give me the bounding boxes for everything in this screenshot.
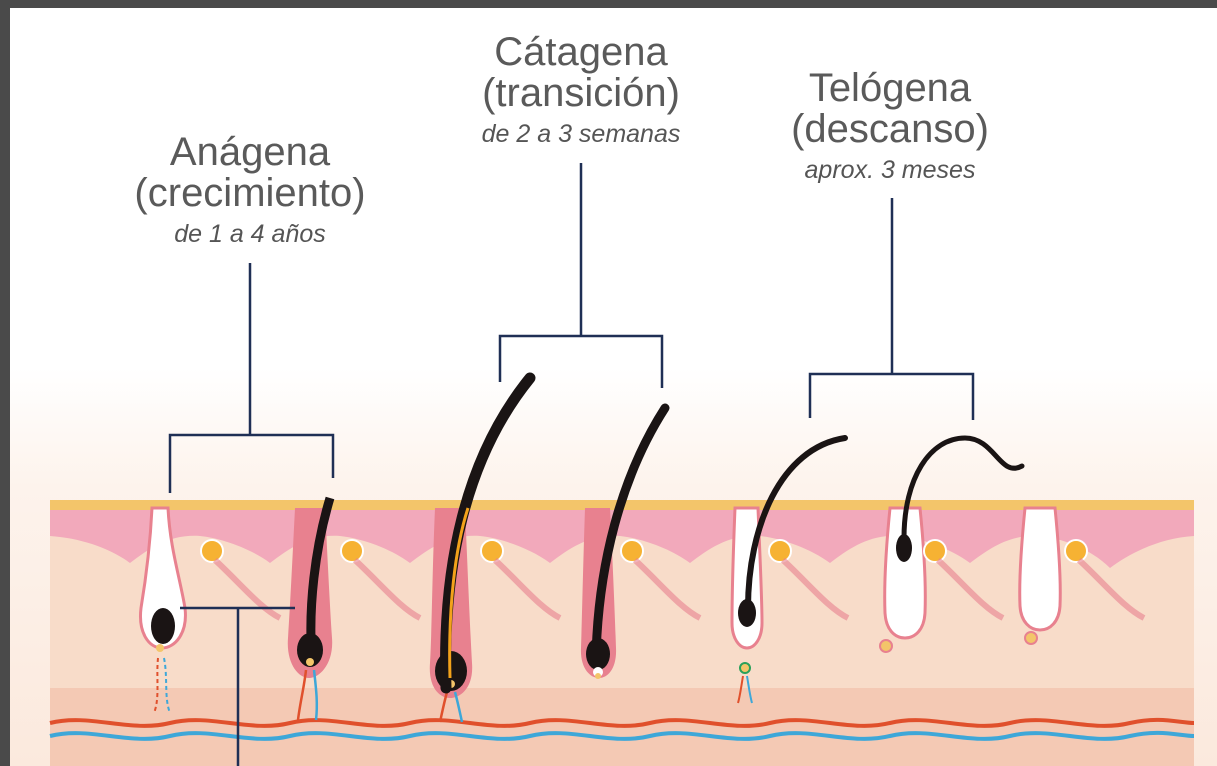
- bracket-catagen: [500, 163, 662, 388]
- telogen-title: Telógena: [730, 68, 1050, 109]
- bracket-telogen: [810, 198, 973, 420]
- anagen-title: Anágena: [90, 132, 410, 173]
- catagen-subtitle: (transición): [421, 73, 741, 114]
- anagen-subtitle: (crecimiento): [90, 173, 410, 214]
- hair-bulb: [151, 608, 175, 644]
- label-catagen: Cátagena (transición) de 2 a 3 semanas: [421, 32, 741, 149]
- label-telogen: Telógena (descanso) aprox. 3 meses: [730, 68, 1050, 185]
- label-anagen: Anágena (crecimiento) de 1 a 4 años: [90, 132, 410, 249]
- bracket-anagen: [170, 263, 333, 493]
- diagram-frame: Anágena (crecimiento) de 1 a 4 años Cáta…: [10, 8, 1217, 766]
- anagen-duration: de 1 a 4 años: [90, 220, 410, 249]
- follicle-telogen-3: [1020, 508, 1061, 644]
- papilla: [156, 644, 164, 652]
- catagen-duration: de 2 a 3 semanas: [421, 120, 741, 149]
- telogen-duration: aprox. 3 meses: [730, 156, 1050, 185]
- catagen-title: Cátagena: [421, 32, 741, 73]
- telogen-subtitle: (descanso): [730, 109, 1050, 150]
